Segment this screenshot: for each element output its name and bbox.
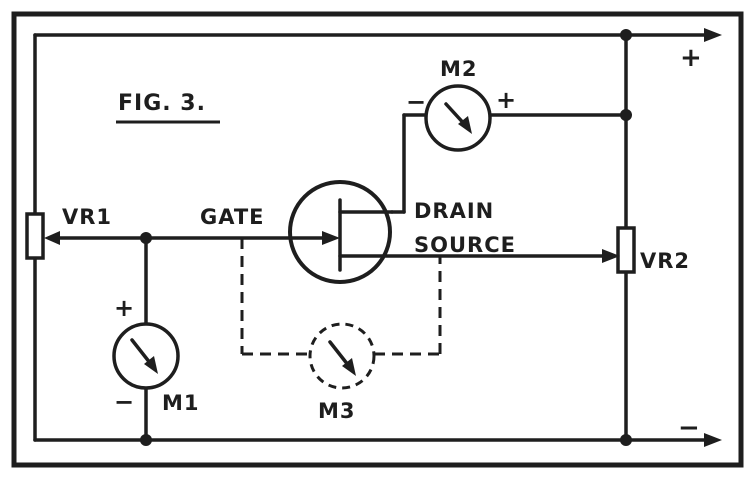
m3-needle-arrow: [342, 358, 356, 376]
vr1-wiper-arrow: [44, 231, 60, 245]
m2-needle-arrow: [458, 116, 472, 134]
junction-dot-top-right: [620, 29, 632, 41]
m2-plus-sign: +: [496, 86, 517, 114]
top-rail-arrow: [704, 28, 722, 42]
m1-needle-arrow: [144, 356, 158, 374]
gate-label: GATE: [200, 205, 265, 229]
junction-dot-bottom-right: [620, 434, 632, 446]
figure-title: FIG. 3.: [118, 91, 206, 116]
m1-label: M1: [162, 391, 200, 415]
vr2-resistor: [616, 226, 636, 274]
m1-plus-sign: +: [114, 294, 135, 322]
m2-label: M2: [440, 57, 478, 81]
source-label: SOURCE: [414, 233, 516, 257]
drain-label: DRAIN: [414, 199, 494, 223]
gate-arrow: [322, 231, 340, 245]
figure-border: [11, 11, 744, 468]
vr1-label: VR1: [62, 205, 112, 229]
vr1-resistor: [25, 212, 45, 260]
supply-minus-sign: −: [678, 413, 701, 443]
m3-label: M3: [318, 399, 356, 423]
supply-plus-sign: +: [680, 43, 703, 73]
m1-minus-sign: −: [114, 388, 135, 416]
vr2-label: VR2: [640, 249, 690, 273]
fet-transistor-body: [288, 180, 392, 284]
bottom-rail-arrow: [704, 433, 722, 447]
m2-minus-sign: −: [406, 88, 427, 116]
vr2-wiper-arrow: [602, 249, 620, 263]
